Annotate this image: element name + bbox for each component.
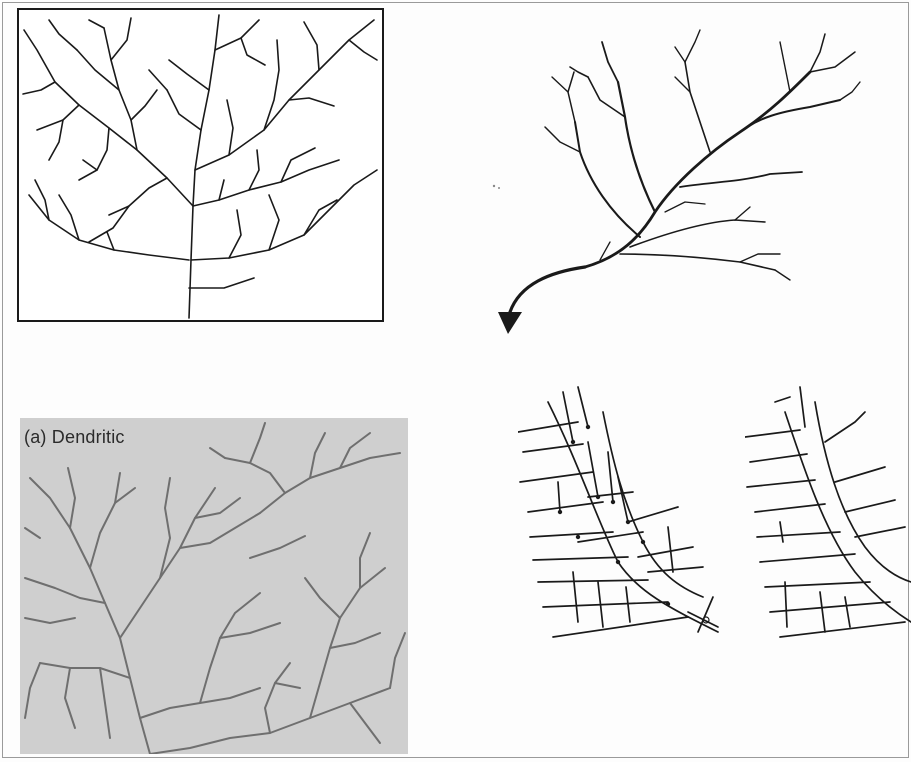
drainage-arrow-drawing bbox=[490, 22, 890, 342]
outlet-arrow-icon bbox=[498, 312, 522, 334]
panel-dendritic-map: (a) Dendritic bbox=[20, 418, 408, 754]
panel-street-grid-alt bbox=[745, 382, 911, 652]
street-grid-alt-drawing bbox=[745, 382, 911, 652]
street-grid-drawing bbox=[518, 382, 738, 652]
panel-street-grid bbox=[518, 382, 738, 652]
panel-drainage-arrow bbox=[490, 22, 890, 342]
panel-label-dendritic: (a) Dendritic bbox=[24, 427, 125, 448]
panel-dendritic-framed bbox=[17, 8, 384, 322]
dendritic-framed-drawing bbox=[19, 10, 382, 320]
dendritic-map-drawing bbox=[20, 418, 408, 754]
